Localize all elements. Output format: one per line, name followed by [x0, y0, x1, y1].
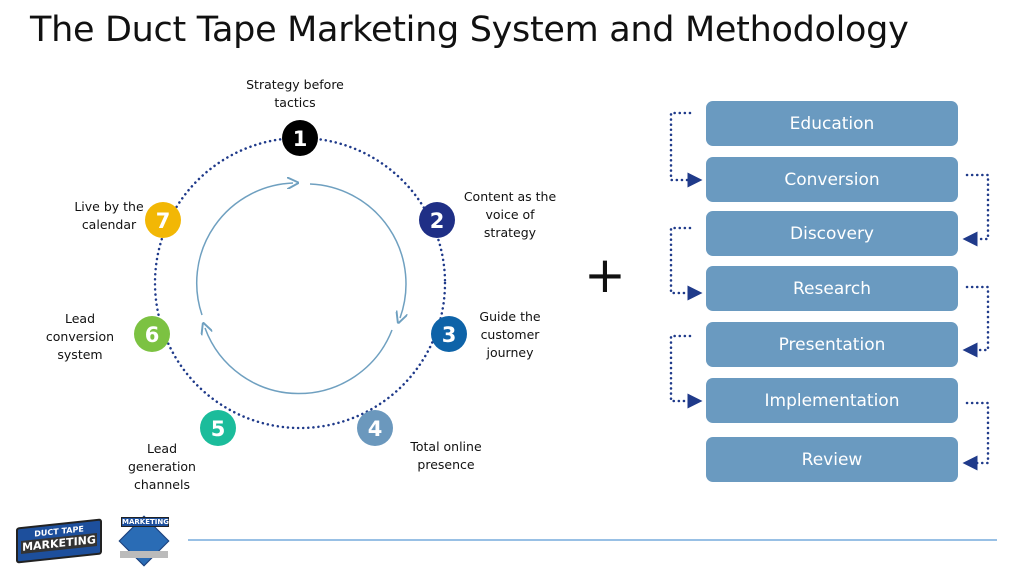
inner-cycle-arrow-right [309, 183, 406, 318]
connector-discovery-research [669, 226, 703, 301]
plus-sign: + [584, 246, 626, 304]
cycle-node-label: Live by the calendar [74, 199, 144, 232]
step-box-presentation: Presentation [706, 322, 958, 367]
cycle-node-1 [282, 120, 318, 156]
cycle-node-number: 7 [156, 209, 171, 233]
cycle-node-label: Strategy before tactics [246, 77, 344, 110]
cycle-node-6 [134, 316, 170, 352]
cycle-node-number: 2 [430, 209, 445, 233]
cycle-node-number: 3 [442, 323, 457, 347]
inner-cycle-arrow-bottom [205, 328, 393, 395]
step-box-research: Research [706, 266, 958, 311]
cycle-node-label: Total online presence [410, 439, 482, 472]
cycle-node-4 [357, 410, 393, 446]
cycle-node-number: 1 [293, 127, 308, 151]
cycle-node-3 [431, 316, 467, 352]
cycle-node-5 [200, 410, 236, 446]
connector-implementation-review [962, 401, 990, 471]
marketing-consultant-network-badge: MARKETING [118, 515, 170, 567]
cycle-node-7 [145, 202, 181, 238]
connector-presentation-implementation [669, 334, 703, 409]
inner-cycle-arrow-left [195, 183, 293, 316]
cycle-node-label: Lead conversion system [45, 311, 115, 362]
connector-conversion-discovery [962, 173, 990, 247]
step-connectors [669, 111, 990, 471]
cycle-node-2 [419, 202, 455, 238]
step-box-conversion: Conversion [706, 157, 958, 202]
step-box-education: Education [706, 101, 958, 146]
outer-cycle-ring [153, 136, 447, 430]
cycle-node-number: 6 [145, 323, 160, 347]
connector-education-conversion [669, 111, 703, 188]
cycle-node-label: Content as the voice of strategy [463, 189, 557, 240]
step-box-review: Review [706, 437, 958, 482]
cycle-node-label: Guide the customer journey [479, 309, 541, 360]
cycle-node-number: 4 [368, 417, 383, 441]
badge-ribbon [120, 551, 168, 558]
page-title: The Duct Tape Marketing System and Metho… [30, 10, 909, 50]
connector-research-presentation [962, 285, 990, 358]
badge-text: MARKETING [121, 517, 169, 527]
cycle-node-label: Lead generation channels [128, 441, 196, 492]
cycle-nodes: 1 2 3 4 5 6 7 [134, 120, 467, 446]
step-box-discovery: Discovery [706, 211, 958, 256]
step-box-implementation: Implementation [706, 378, 958, 423]
cycle-node-number: 5 [211, 417, 226, 441]
